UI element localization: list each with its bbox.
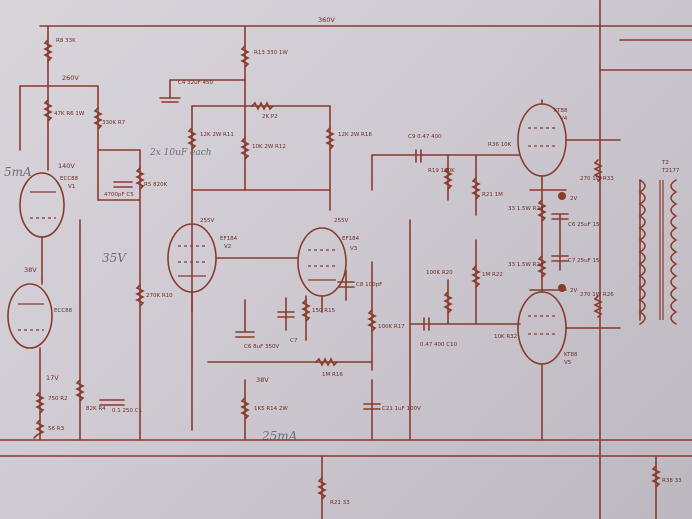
r26-label: 270 1W R26	[580, 292, 614, 298]
r18-label: 12K 2W R18	[338, 132, 372, 138]
c6b-label: C6 8uF 350V	[244, 344, 279, 350]
r3-label: 56 R3	[48, 426, 65, 432]
v1-type: ECC88	[60, 176, 79, 182]
r24-label: 33 1.5W R24	[508, 262, 544, 268]
r19-label: R19 100K	[428, 168, 455, 174]
r38-label: R38 33	[662, 478, 682, 484]
r17-label: 100K R17	[378, 324, 405, 330]
v2-top: 2V	[570, 196, 577, 202]
v3-tube	[297, 227, 347, 297]
output-transformer: T2 T2177	[638, 160, 680, 325]
hv-rail-label: 360V	[318, 16, 335, 24]
v4-ref: V4	[560, 116, 568, 122]
v5-ref: V5	[564, 360, 572, 366]
pot-label: 2K P2	[262, 114, 278, 120]
r21b-label: R21 33	[330, 500, 350, 506]
r15-label: 150 R15	[312, 308, 336, 314]
r8-label: R8 33K	[56, 38, 76, 44]
r13-label: R13 330 1W	[254, 50, 288, 56]
v3-type: EF184	[342, 236, 360, 242]
r12-label: 10K 2W R12	[252, 144, 286, 150]
r10-label: 270K R10	[146, 293, 173, 299]
v17-label: 38V	[24, 266, 37, 274]
v2-rail: 255V	[200, 218, 214, 224]
output-stage: C9 0.47 400 R19 100K R21 1M R36 10K KT88…	[371, 99, 621, 441]
r5-label: R5 820K	[144, 182, 168, 188]
note-25ma: 25mA	[261, 429, 298, 443]
ground-bus: R21 33 R38 33	[0, 439, 692, 519]
note-5ma: 5mA	[4, 165, 32, 179]
r11-label: 12K 2W R11	[200, 132, 234, 138]
v1b-type: ECC88	[54, 308, 73, 314]
c21-label: C21 1uF 100V	[382, 406, 421, 412]
v3-ref: V3	[350, 246, 358, 252]
c5-label: 4700pF C5	[104, 192, 134, 198]
v3-rail: 255V	[334, 218, 348, 224]
r21-label: R21 1M	[482, 192, 503, 198]
t2-type: T2177	[661, 168, 680, 174]
note-10uf: 2x 10uF each	[149, 148, 212, 158]
v5-type: KT88	[564, 352, 578, 358]
v2-ref: V2	[224, 244, 231, 250]
c4-label: C4 32uF 450	[178, 80, 213, 86]
v38-label: 38V	[256, 376, 269, 384]
r16-label: 1M R16	[322, 372, 343, 378]
c9-label: C9 0.47 400	[408, 134, 442, 140]
r33-label: 270 1W R33	[580, 176, 614, 182]
r20-label: 100K R20	[426, 270, 453, 276]
v17-label-b: 17V	[46, 374, 59, 382]
v2-bottom: 2V	[570, 288, 577, 294]
r23-label: 33 1.5W R23	[508, 206, 544, 212]
r7-label: 330K R7	[102, 120, 126, 126]
r36-label: R36 10K	[488, 142, 512, 148]
input-stage: R8 33K 260V 47K R6 1W 330K R7 140V ECC88…	[7, 25, 173, 441]
v4-tube	[517, 103, 567, 177]
r6-label: 47K R6 1W	[54, 111, 85, 117]
v1b-tube	[7, 283, 53, 349]
test-point-top	[558, 192, 566, 200]
r14-label: 1K5 R14 2W	[254, 406, 288, 412]
hv-rail: 360V	[39, 0, 692, 519]
test-point-bottom	[558, 284, 566, 292]
r2-label: 750 R2	[48, 396, 68, 402]
c6-label: C6 25uF 15	[568, 222, 600, 228]
r32-label: 10K R32	[494, 334, 517, 340]
r4-label: 82K R4	[86, 406, 106, 412]
c7u-label: C7 25uF 15	[568, 258, 600, 264]
c7-label: C7	[290, 338, 298, 344]
note-35v: 35V	[102, 251, 127, 265]
v1-ref: V1	[68, 184, 75, 190]
b1-label: 260V	[62, 74, 79, 82]
v2-type: EF184	[220, 236, 238, 242]
v140-label: 140V	[58, 162, 75, 170]
r22-label: 1M R22	[482, 272, 503, 278]
t2-ref: T2	[661, 160, 669, 166]
c10-label: 0.47 400 C10	[420, 342, 458, 348]
c8-label: C8 100pF	[356, 282, 382, 288]
c1-label: 0.1 250 C1	[112, 408, 142, 414]
v4-type: KT88	[554, 108, 568, 114]
driver-stage: R13 330 1W C4 32uF 450 2K P2 12K 2W R11 …	[4, 25, 421, 443]
v5-tube	[517, 291, 567, 365]
v1-tube	[19, 172, 65, 238]
